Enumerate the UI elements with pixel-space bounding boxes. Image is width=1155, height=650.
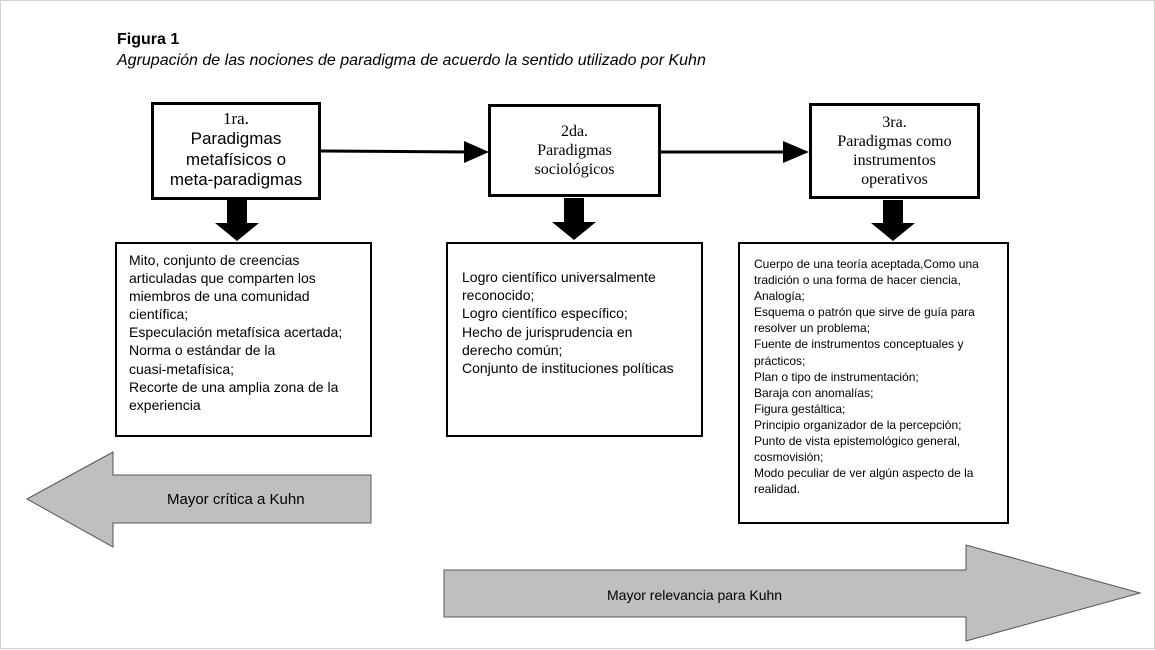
description-line: Punto de vista epistemológico general,	[754, 434, 961, 449]
paradigm-box-3: 3ra. Paradigmas como instrumentos operat…	[809, 103, 980, 199]
description-line: resolver un problema;	[754, 321, 871, 336]
description-line: realidad.	[754, 482, 801, 497]
description-line: Modo peculiar de ver algún aspecto de la	[754, 466, 974, 481]
paradigm-box-1: 1ra. Paradigmas metafísicos o meta-parad…	[151, 102, 321, 200]
connector-1-2	[320, 141, 489, 163]
description-box-2: Logro científico universalmente reconoci…	[446, 242, 703, 437]
down-arrow-2	[552, 198, 596, 240]
right-gray-arrow	[443, 544, 1142, 642]
description-line: científica;	[129, 306, 189, 323]
box-line: sociológicos	[534, 161, 615, 179]
description-line: Cuerpo de una teoría aceptada,Como una	[754, 257, 979, 271]
description-line: Analogía;	[754, 289, 805, 304]
left-arrow-label: Mayor crítica a Kuhn	[167, 491, 305, 508]
description-line: derecho común;	[462, 341, 563, 358]
box-line: 2da.	[560, 122, 589, 140]
paradigm-box-2: 2da. Paradigmas sociológicos	[488, 104, 661, 197]
left-gray-arrow	[25, 451, 372, 548]
box-line: 3ra.	[882, 113, 907, 131]
description-line: miembros de una comunidad	[129, 288, 310, 305]
description-line: articuladas que comparten los	[129, 270, 316, 287]
description-line: Principio organizador de la percepción;	[754, 417, 962, 432]
description-line: Logro científico específico;	[462, 305, 628, 322]
description-line: Fuente de instrumentos conceptuales y	[754, 337, 964, 352]
description-line: cuasi-metafísica;	[129, 360, 235, 377]
box-line: Paradigmas	[190, 129, 282, 149]
down-arrow-3	[871, 200, 915, 241]
description-line: Hecho de jurisprudencia en	[462, 323, 633, 340]
box-line: meta-paradigmas	[169, 170, 303, 190]
box-line: metafísicos o	[185, 149, 287, 169]
description-line: cosmovisión;	[754, 450, 824, 465]
description-line: Esquema o patrón que sirve de guía para	[754, 305, 975, 320]
figure-title: Figura 1	[117, 31, 180, 48]
down-arrow-1	[215, 200, 259, 241]
right-arrow-label: Mayor relevancia para Kuhn	[607, 587, 783, 603]
connector-2-3	[661, 141, 809, 163]
figure-subtitle: Agrupación de las nociones de paradigma …	[117, 52, 706, 69]
box-line: Paradigmas	[537, 141, 612, 159]
description-line: Logro científico universalmente	[462, 269, 656, 285]
box-line: Paradigmas como	[837, 132, 952, 150]
description-line: Figura gestáltica;	[754, 401, 846, 416]
description-line: Plan o tipo de instrumentación;	[754, 369, 919, 384]
description-line: Conjunto de instituciones políticas	[462, 360, 674, 377]
description-line: prácticos;	[754, 353, 806, 368]
description-box-1: Mito, conjunto de creencias articuladas …	[115, 242, 372, 437]
description-box-3: Cuerpo de una teoría aceptada,Como una t…	[738, 242, 1009, 524]
box-line: 1ra.	[223, 109, 249, 128]
description-line: experiencia	[129, 396, 201, 413]
description-line: Recorte de una amplia zona de la	[129, 378, 339, 395]
description-line: Especulación metafísica acertada;	[129, 324, 343, 341]
box-line: instrumentos	[853, 152, 936, 169]
description-line: Norma o estándar de la	[129, 342, 276, 359]
description-line: reconocido;	[462, 287, 535, 304]
description-line: tradición o una forma de hacer ciencia,	[754, 273, 961, 288]
box-line: operativos	[861, 171, 928, 189]
description-line: Baraja con anomalías;	[754, 385, 874, 400]
description-line: Mito, conjunto de creencias	[129, 252, 300, 268]
